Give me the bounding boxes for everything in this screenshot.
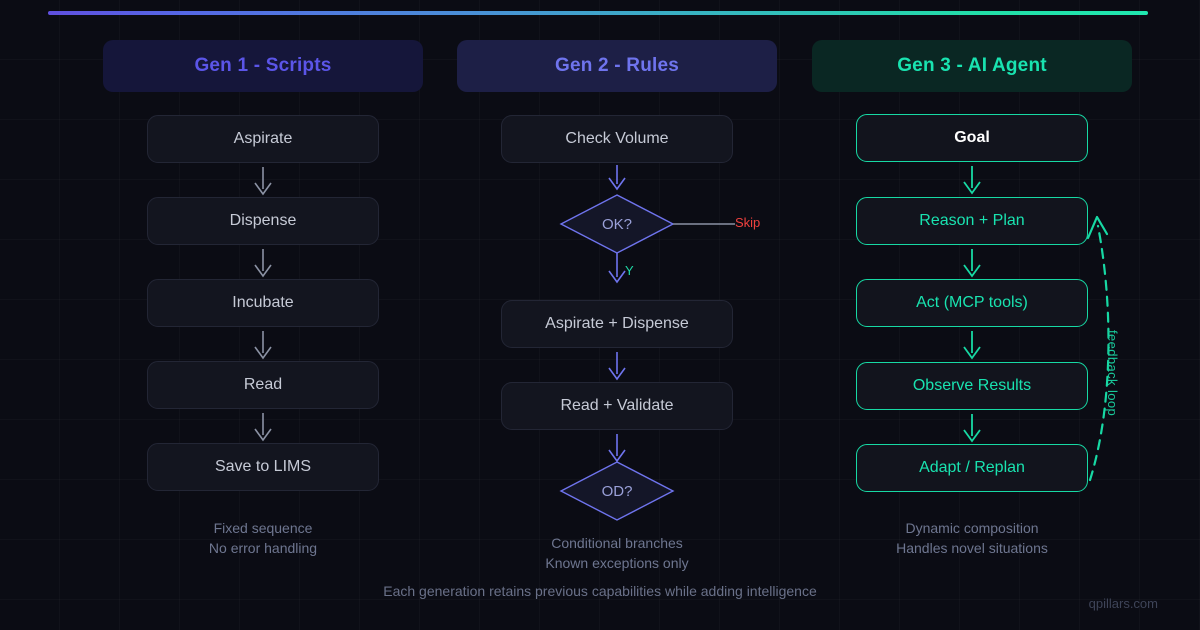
caption-gen2: Conditional branches Known exceptions on… [457, 533, 777, 573]
arrow-gen1-2 [103, 245, 423, 279]
node-gen2-read-validate[interactable]: Read + Validate [501, 382, 733, 430]
caption-gen3-line-2: Handles novel situations [896, 540, 1048, 556]
diagram-footnote: Each generation retains previous capabil… [383, 583, 817, 599]
column-gen2: Gen 2 - Rules [457, 40, 777, 92]
arrow-gen1-3 [103, 327, 423, 361]
column-gen3: Gen 3 - AI Agent [812, 40, 1132, 92]
caption-gen1-line-1: Fixed sequence [213, 520, 313, 536]
decision-gen2-ok[interactable]: OK? [457, 193, 777, 255]
node-gen3-reason-plan[interactable]: Reason + Plan [856, 197, 1088, 245]
node-gen3-goal[interactable]: Goal [856, 114, 1088, 162]
arrow-gen2-1 [457, 163, 777, 191]
feedback-loop-label: feedback loop [1105, 330, 1120, 417]
arrow-gen1-1 [103, 163, 423, 197]
node-gen1-read[interactable]: Read [147, 361, 379, 409]
node-gen3-act-mcp-tools[interactable]: Act (MCP tools) [856, 279, 1088, 327]
node-gen1-incubate[interactable]: Incubate [147, 279, 379, 327]
caption-gen3: Dynamic composition Handles novel situat… [812, 518, 1132, 558]
column-gen1: Gen 1 - Scripts [103, 40, 423, 92]
arrow-gen2-2 [457, 253, 777, 285]
arrow-gen3-1 [812, 163, 1132, 197]
branch-label-skip: Skip [735, 215, 761, 230]
arrow-gen2-4 [457, 430, 777, 464]
column-header-gen1: Gen 1 - Scripts [103, 40, 423, 92]
caption-gen1: Fixed sequence No error handling [103, 518, 423, 558]
node-gen3-observe-results[interactable]: Observe Results [856, 362, 1088, 410]
node-gen2-check-volume[interactable]: Check Volume [501, 115, 733, 163]
node-gen1-aspirate[interactable]: Aspirate [147, 115, 379, 163]
arrow-gen1-4 [103, 409, 423, 443]
arrow-gen3-4 [812, 411, 1132, 445]
column-header-gen2: Gen 2 - Rules [457, 40, 777, 92]
node-gen2-aspirate-dispense[interactable]: Aspirate + Dispense [501, 300, 733, 348]
top-gradient-rule [48, 11, 1148, 15]
caption-gen1-line-2: No error handling [208, 540, 318, 556]
decision-gen2-od[interactable]: OD? [457, 460, 777, 522]
watermark: qpillars.com [1088, 596, 1158, 611]
node-gen1-dispense[interactable]: Dispense [147, 197, 379, 245]
arrow-gen3-2 [812, 246, 1132, 280]
decision-gen2-od-label: OD? [601, 482, 633, 500]
column-header-gen3: Gen 3 - AI Agent [812, 40, 1132, 92]
caption-gen2-line-1: Conditional branches [551, 535, 683, 551]
arrow-gen3-3 [812, 328, 1132, 362]
caption-gen2-line-2: Known exceptions only [545, 555, 689, 571]
branch-label-yes: Y [625, 263, 634, 278]
caption-gen3-line-1: Dynamic composition [905, 520, 1039, 536]
node-gen3-adapt-replan[interactable]: Adapt / Replan [856, 444, 1088, 492]
arrow-gen2-3 [457, 348, 777, 382]
decision-gen2-ok-label: OK? [601, 215, 632, 233]
node-gen1-save-to-lims[interactable]: Save to LIMS [147, 443, 379, 491]
